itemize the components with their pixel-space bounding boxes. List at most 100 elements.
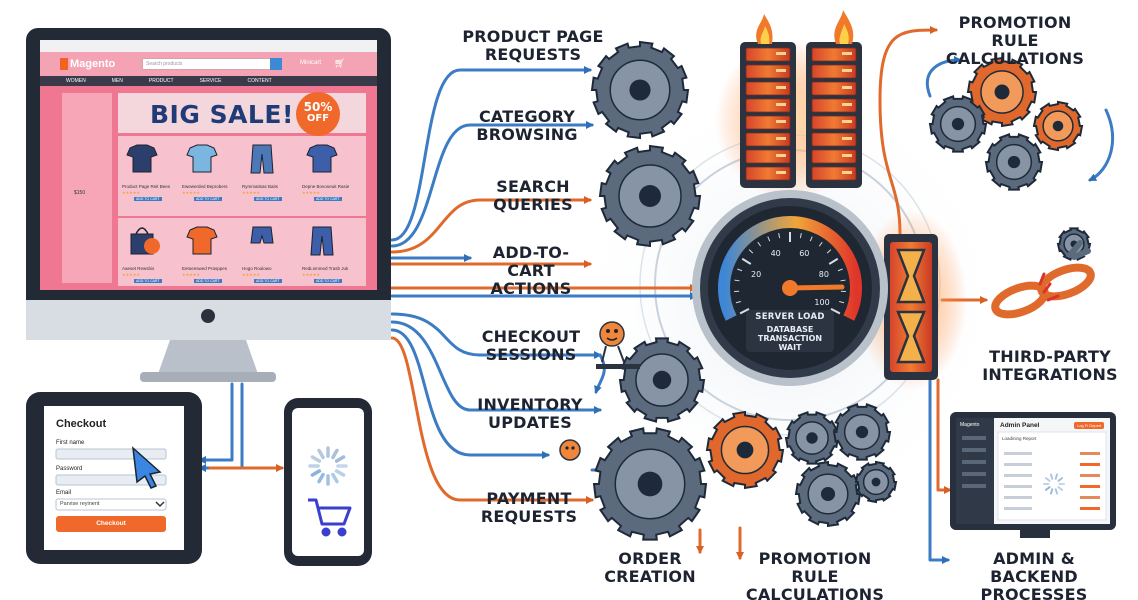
gauge-tick <box>837 268 843 272</box>
server-slot <box>745 81 791 96</box>
gauge-tick <box>734 279 740 282</box>
server-rack-top <box>715 10 865 200</box>
gauge-tick <box>818 241 823 247</box>
rating-stars: ★★★★★ <box>302 272 320 277</box>
flow-arrow <box>390 312 602 359</box>
admin-action-button[interactable]: Log Fi Depert <box>1074 422 1105 429</box>
badge-percent: 50% <box>303 100 333 114</box>
gauge-tick-label: 60 <box>799 248 810 258</box>
server-slot <box>811 98 857 113</box>
gauge-tick <box>826 249 832 254</box>
gear-icon <box>592 427 708 541</box>
admin-report-title: Loadining Report <box>1002 436 1037 441</box>
badge-off: OFF <box>306 113 330 124</box>
admin-sidebar <box>956 418 994 524</box>
gauge-tick-label: 80 <box>818 269 829 279</box>
cart-icon <box>308 498 352 537</box>
gauge-tick <box>737 268 743 272</box>
search-icon[interactable] <box>270 58 282 70</box>
server-slot <box>811 47 857 62</box>
flow-arrow <box>390 328 550 459</box>
gear-icon <box>794 460 862 528</box>
rating-stars: ★★★★★ <box>182 190 200 195</box>
admin-sidebar-item[interactable] <box>962 460 986 464</box>
search-placeholder: Search products <box>146 61 183 67</box>
nav-item[interactable]: WOMEN <box>66 78 86 84</box>
cart-link-icon[interactable]: 🛒︎ <box>334 58 346 68</box>
jeans-icon <box>250 144 274 174</box>
gear-icon <box>966 56 1038 128</box>
nav-item[interactable]: CONTENT <box>247 78 272 84</box>
add-to-cart-button[interactable]: ADD TO CART <box>314 197 342 201</box>
spinner-icon <box>308 446 348 486</box>
server-slot <box>811 81 857 96</box>
add-to-cart-button[interactable]: ADD TO CART <box>194 279 222 283</box>
main-nav: WOMEN MEN PRODUCT SERVICE CONTENT <box>66 78 366 86</box>
gauge-wait-line-1: DATABASE <box>766 325 814 334</box>
checkout-button-label: Checkout <box>96 520 126 527</box>
sidebar-filter <box>62 93 112 283</box>
add-to-cart-button[interactable]: ADD TO CART <box>194 197 222 201</box>
admin-sidebar-item[interactable] <box>962 472 986 476</box>
broken-chain-icon <box>991 240 1095 319</box>
nav-item[interactable]: SERVICE <box>199 78 222 84</box>
password-label: Password <box>56 466 83 472</box>
add-to-cart-button[interactable]: ADD TO CART <box>254 279 282 283</box>
gauge-tick <box>741 257 752 265</box>
product-name: Aaeset Rewsbis <box>122 266 155 271</box>
cursor-icon <box>132 446 162 489</box>
flow-arrow <box>390 320 602 414</box>
hourglass-icon <box>896 248 926 364</box>
shopping-bag-icon <box>130 227 160 255</box>
search-input[interactable]: Search products <box>142 58 272 70</box>
product-name: Ewewerded Beprobers <box>182 184 228 189</box>
rating-stars: ★★★★★ <box>182 272 200 277</box>
admin-sidebar-item[interactable] <box>962 448 986 452</box>
add-to-cart-button[interactable]: ADD TO CART <box>134 197 162 201</box>
discount-badge: 50% OFF <box>296 92 340 136</box>
rating-stars: ★★★★★ <box>242 190 260 195</box>
gear-icon <box>928 95 988 153</box>
jeans-icon <box>250 226 274 244</box>
payment-select[interactable] <box>55 498 167 511</box>
server-slot <box>745 132 791 147</box>
product-name: Hogo Roulowo <box>242 266 272 271</box>
admin-sidebar-item[interactable] <box>962 484 986 488</box>
add-to-cart-button[interactable]: ADD TO CART <box>254 197 282 201</box>
server-slot <box>745 64 791 79</box>
gear-icon <box>590 40 690 140</box>
gauge-server-load: SERVER LOAD <box>755 312 825 322</box>
server-slot <box>811 149 857 164</box>
admin-sidebar-item[interactable] <box>962 436 986 440</box>
flow-arrow <box>928 378 950 564</box>
price-filter-label: $150 <box>74 190 86 196</box>
gauge-tick <box>830 307 841 315</box>
rating-stars: ★★★★★ <box>242 272 260 277</box>
first-name-field[interactable] <box>55 448 167 460</box>
add-to-cart-button[interactable]: ADD TO CART <box>314 279 342 283</box>
gauge-tick <box>840 279 846 282</box>
gauge-tick <box>778 233 781 239</box>
gauge-tick-label: 40 <box>770 248 781 258</box>
flow-arrow <box>390 196 592 254</box>
flow-arrow <box>390 121 594 248</box>
nav-item[interactable]: PRODUCT <box>148 78 174 84</box>
flow-arrow <box>936 378 952 494</box>
email-label: Email <box>56 490 72 496</box>
flow-arrow <box>198 382 244 472</box>
add-to-cart-button[interactable]: ADD TO CART <box>134 279 162 283</box>
checkout-button[interactable] <box>56 516 166 532</box>
nav-item[interactable]: MEN <box>111 78 123 84</box>
rating-stars: ★★★★★ <box>302 190 320 195</box>
account-link[interactable]: Minicart <box>300 60 322 66</box>
tshirt-icon <box>126 144 158 173</box>
product-name: Rymmatisas Baits <box>242 184 279 189</box>
server-slot <box>811 166 857 181</box>
brand-logo[interactable]: Magento <box>70 58 116 70</box>
